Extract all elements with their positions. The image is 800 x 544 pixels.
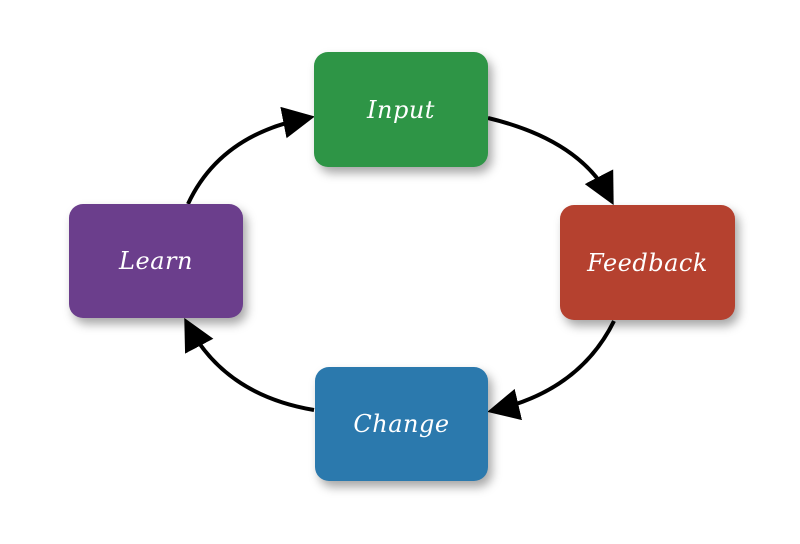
node-input: Input: [314, 52, 488, 167]
node-feedback: Feedback: [560, 205, 735, 320]
node-change-label: Change: [353, 410, 450, 438]
arrow-input-to-feedback: [487, 116, 614, 206]
arrow-learn-to-input: [186, 106, 315, 205]
node-learn: Learn: [69, 204, 243, 318]
node-input-label: Input: [367, 95, 435, 124]
node-feedback-label: Feedback: [587, 248, 708, 277]
node-learn-label: Learn: [119, 247, 193, 275]
arrow-change-to-learn: [184, 317, 315, 412]
node-change: Change: [315, 367, 488, 481]
arrow-feedback-to-change: [487, 320, 616, 421]
